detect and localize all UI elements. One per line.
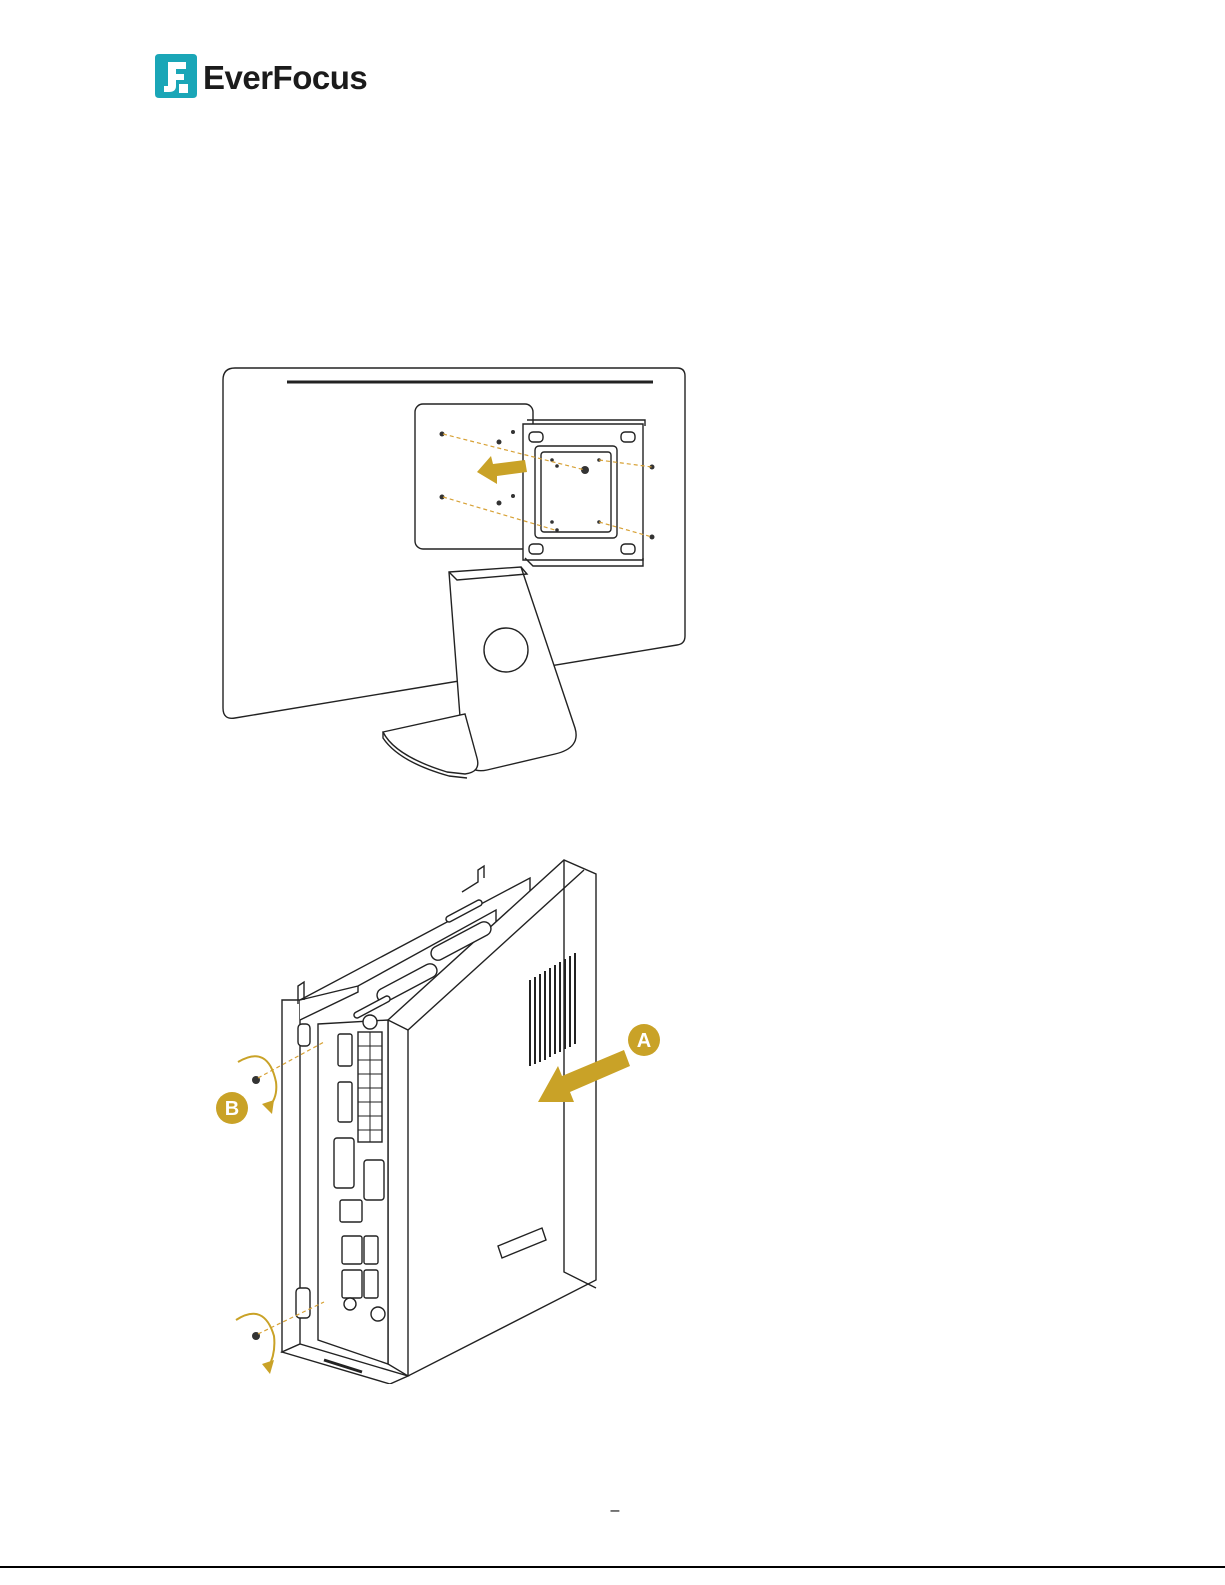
stand-hole <box>484 628 528 672</box>
page-number: – <box>560 1502 670 1520</box>
rotate-arrow-icon <box>236 1314 274 1368</box>
box-pc-bracket-illustration: A B <box>212 852 672 1384</box>
vesa-panel <box>415 404 533 549</box>
monitor-vesa-mount-illustration <box>215 362 690 782</box>
brand-name: EverFocus <box>203 54 367 102</box>
label-b: B <box>216 1092 248 1124</box>
brand-logo: EverFocus <box>155 54 395 102</box>
everfocus-logo-icon <box>155 54 197 98</box>
label-a-text: A <box>637 1030 651 1052</box>
footer-divider <box>0 1566 1225 1568</box>
monitor-base <box>383 714 478 774</box>
label-a: A <box>628 1024 660 1056</box>
label-b-text: B <box>225 1098 239 1120</box>
